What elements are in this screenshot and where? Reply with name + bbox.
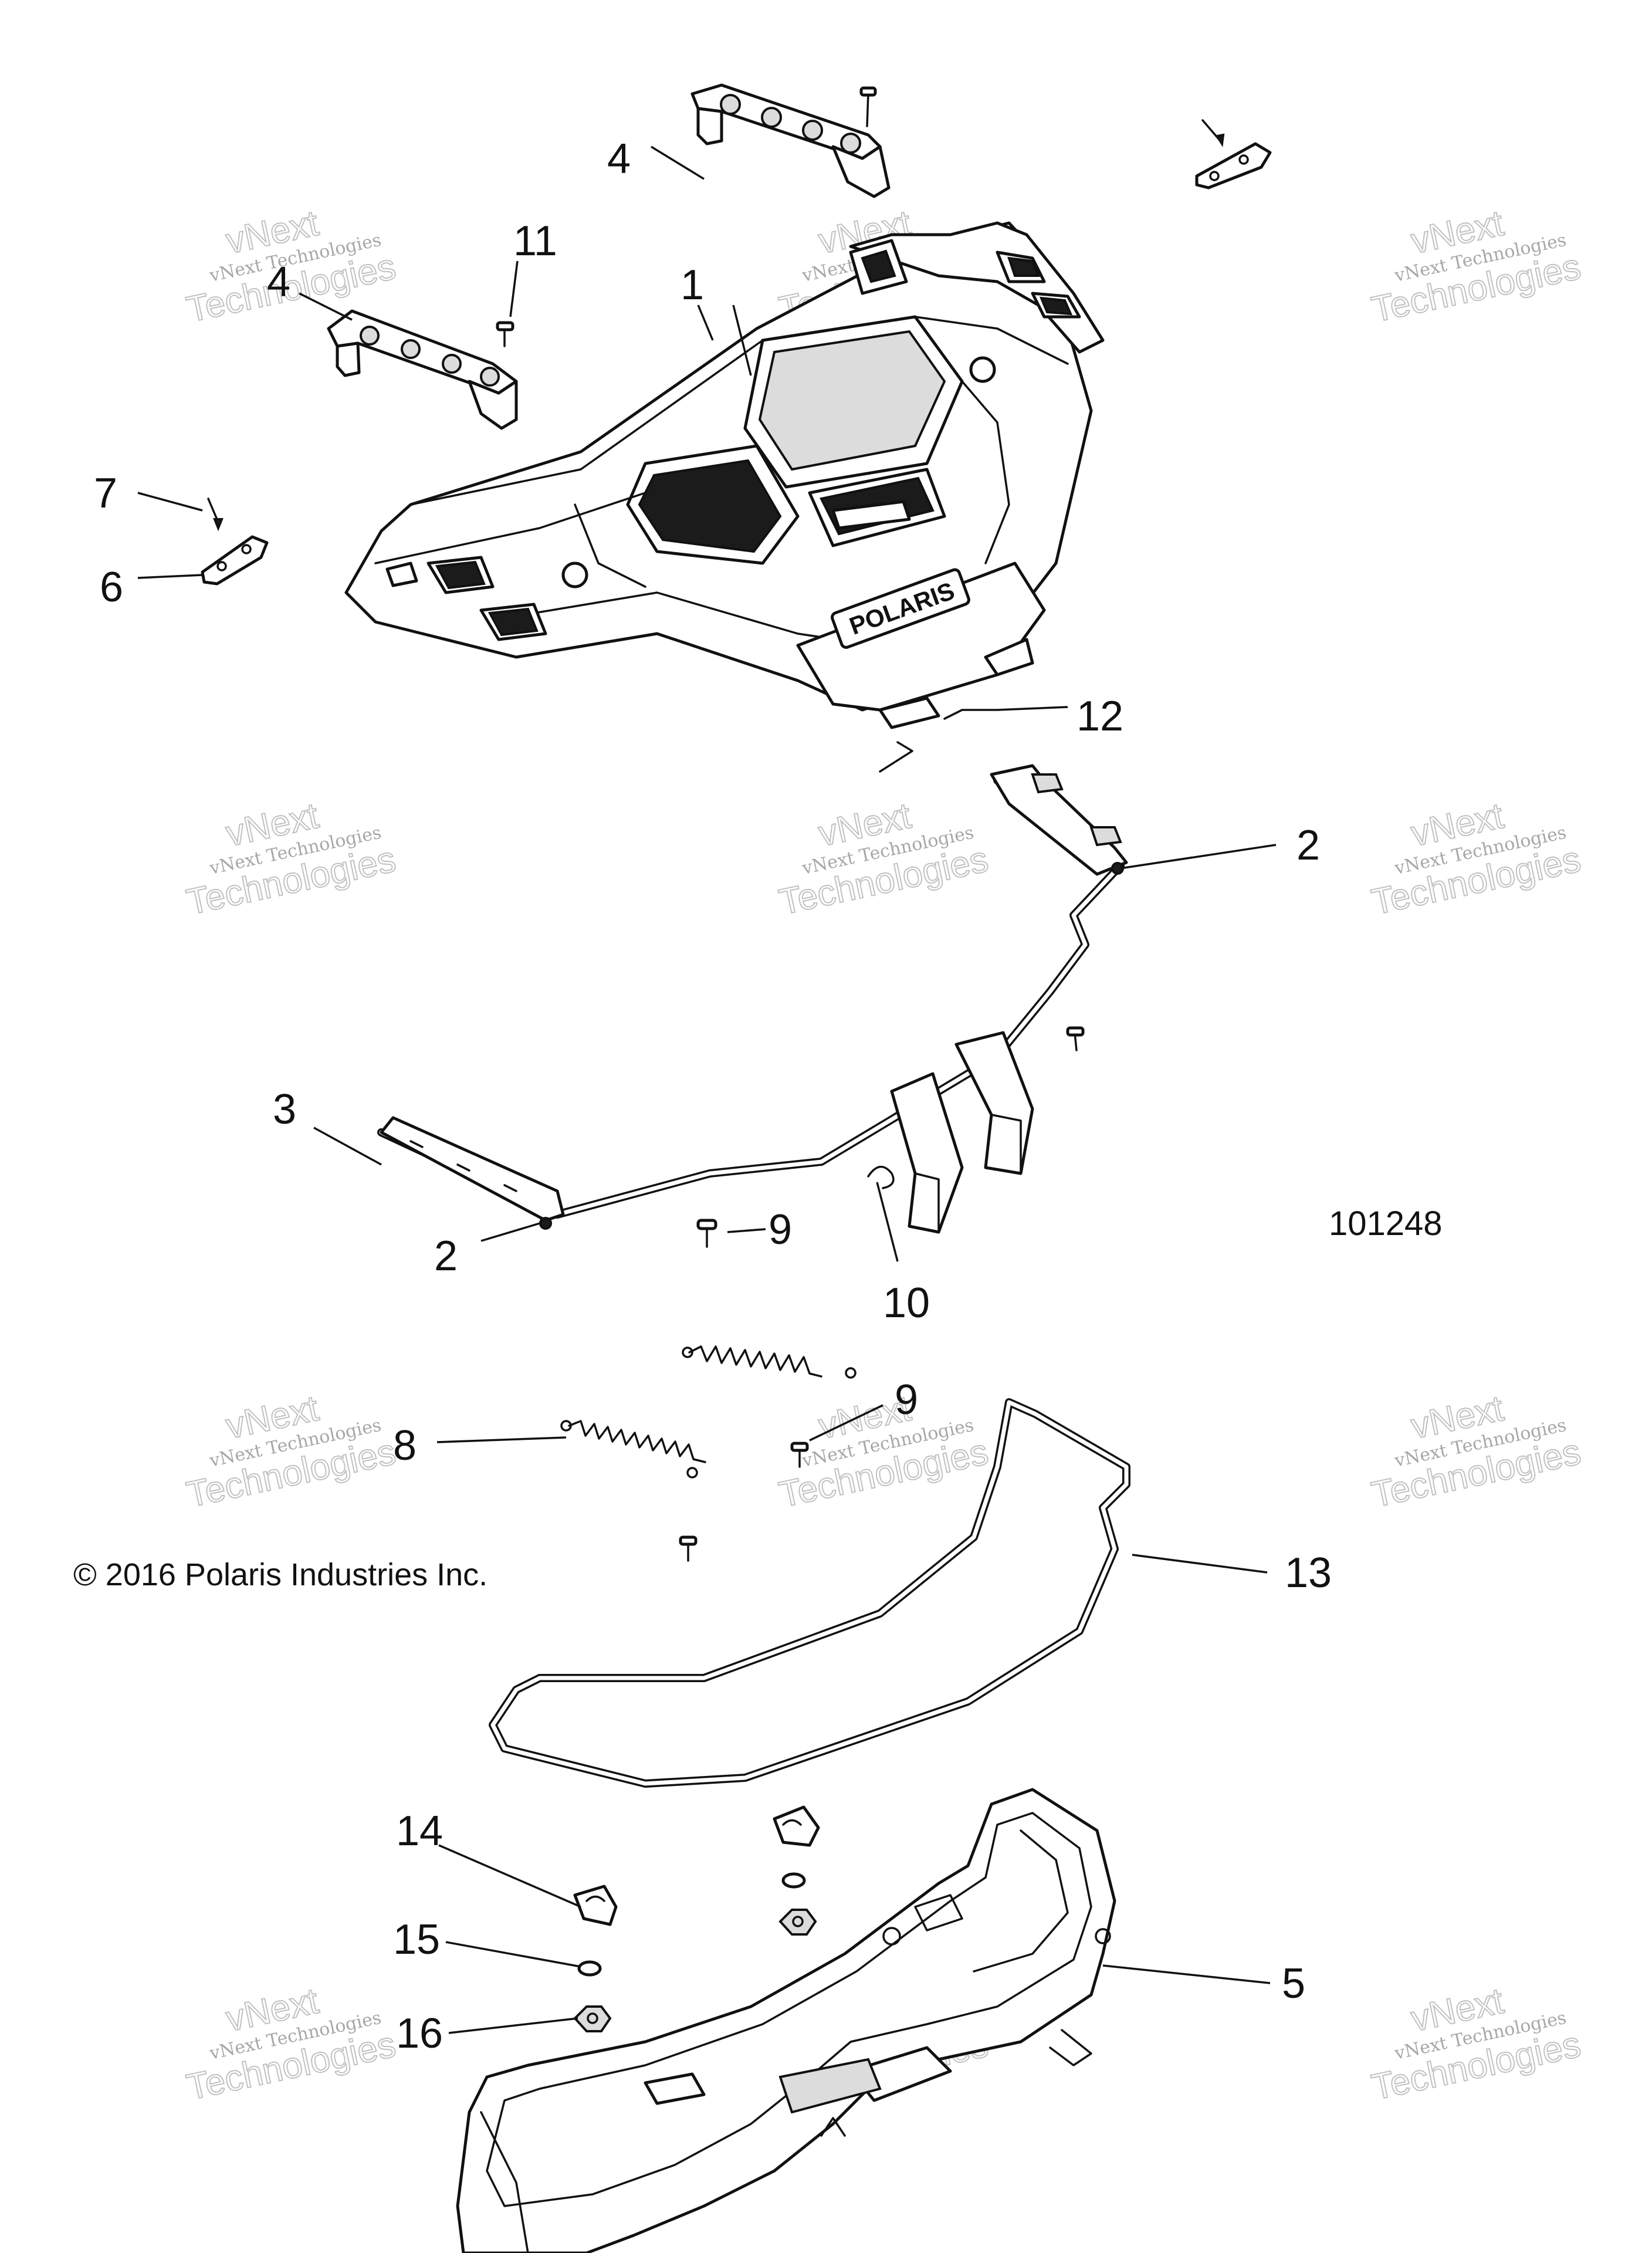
- callout-4-left: 4: [267, 259, 290, 306]
- callout-15: 15: [393, 1916, 440, 1963]
- leader-line-4-left: [299, 292, 353, 321]
- callout-4-top: 4: [607, 136, 631, 182]
- callout-10: 10: [883, 1280, 930, 1327]
- leader-line-8: [436, 1436, 567, 1443]
- leader-lines: [137, 146, 1277, 2034]
- leader-line-2-right: [1120, 844, 1277, 870]
- part-seal-13: [489, 1398, 1130, 1788]
- part-rear-cab: POLARIS: [344, 221, 1105, 729]
- watermark: vNext vNext Technologies Technologies: [1367, 202, 1585, 331]
- callout-6: 6: [100, 564, 123, 611]
- part-bolt-9-lower: [679, 1442, 809, 1562]
- leader-line-10: [876, 1182, 899, 1262]
- leader-line-9-upper: [727, 1228, 766, 1233]
- part-pins-12: [879, 709, 998, 773]
- callout-2-right: 2: [1296, 822, 1320, 869]
- part-rack-left: [327, 309, 518, 430]
- leader-line-3: [313, 1126, 382, 1166]
- part-springs-8: [560, 1345, 857, 1479]
- part-bolt-9: [696, 1219, 717, 1248]
- callout-labels: 4 1 11 4 7 6 12 2 3 2 9 10 8 9 13 14 15 …: [94, 136, 1332, 2057]
- callout-2-left: 2: [434, 1233, 458, 1280]
- leader-line-1b: [732, 305, 752, 376]
- leader-line-6: [137, 574, 203, 579]
- leader-line-15: [445, 1941, 581, 1968]
- part-fastener-set-left: [573, 1885, 618, 2032]
- part-pin-7: [207, 498, 224, 532]
- part-rack-upper: [690, 83, 891, 198]
- part-latch-top-right: [1195, 119, 1272, 190]
- callout-5: 5: [1282, 1960, 1305, 2007]
- callout-11: 11: [513, 218, 557, 265]
- part-latch-6: [201, 535, 269, 586]
- callout-9-upper: 9: [769, 1206, 792, 1253]
- callout-8: 8: [393, 1422, 417, 1469]
- leader-line-16: [448, 2017, 578, 2034]
- watermark: vNext vNext Technologies Technologies: [182, 1388, 400, 1516]
- leader-line-5: [1102, 1964, 1271, 1984]
- callout-13: 13: [1285, 1550, 1332, 1596]
- leader-line-14: [438, 1844, 581, 1908]
- watermark: vNext vNext Technologies Technologies: [1367, 1980, 1585, 2109]
- leader-line-2-left: [480, 1222, 540, 1242]
- leader-line-12: [997, 706, 1068, 711]
- leader-line-4-top: [651, 146, 705, 180]
- part-frame-tube: [377, 764, 1128, 1234]
- callout-9-lower: 9: [895, 1376, 918, 1423]
- callout-16: 16: [396, 2010, 443, 2057]
- part-bolt: [1066, 1026, 1085, 1051]
- part-fastener-set-right: [773, 1805, 820, 1936]
- callout-3: 3: [273, 1086, 296, 1133]
- callout-1: 1: [681, 262, 704, 309]
- leader-line-7: [137, 492, 203, 512]
- figure-number: 101248: [1329, 1205, 1443, 1243]
- watermark: vNext vNext Technologies Technologies: [182, 795, 400, 923]
- leader-line-9-lower: [809, 1404, 883, 1442]
- part-storage-tub-5: [456, 1788, 1116, 2253]
- copyright-notice: © 2016 Polaris Industries Inc.: [73, 1557, 488, 1592]
- watermark: vNext vNext Technologies Technologies: [1367, 795, 1585, 923]
- watermark: vNext vNext Technologies Technologies: [182, 1980, 400, 2109]
- part-screw-11: [496, 321, 514, 347]
- watermark: vNext vNext Technologies Technologies: [775, 795, 992, 923]
- leader-line-11: [509, 261, 519, 317]
- watermark: vNext vNext Technologies Technologies: [1367, 1388, 1585, 1516]
- callout-7: 7: [94, 470, 117, 517]
- part-clip-10: [867, 1166, 895, 1189]
- leader-line-1: [697, 305, 714, 341]
- callout-14: 14: [396, 1808, 443, 1855]
- leader-line-13: [1132, 1554, 1268, 1574]
- callout-12: 12: [1076, 693, 1123, 740]
